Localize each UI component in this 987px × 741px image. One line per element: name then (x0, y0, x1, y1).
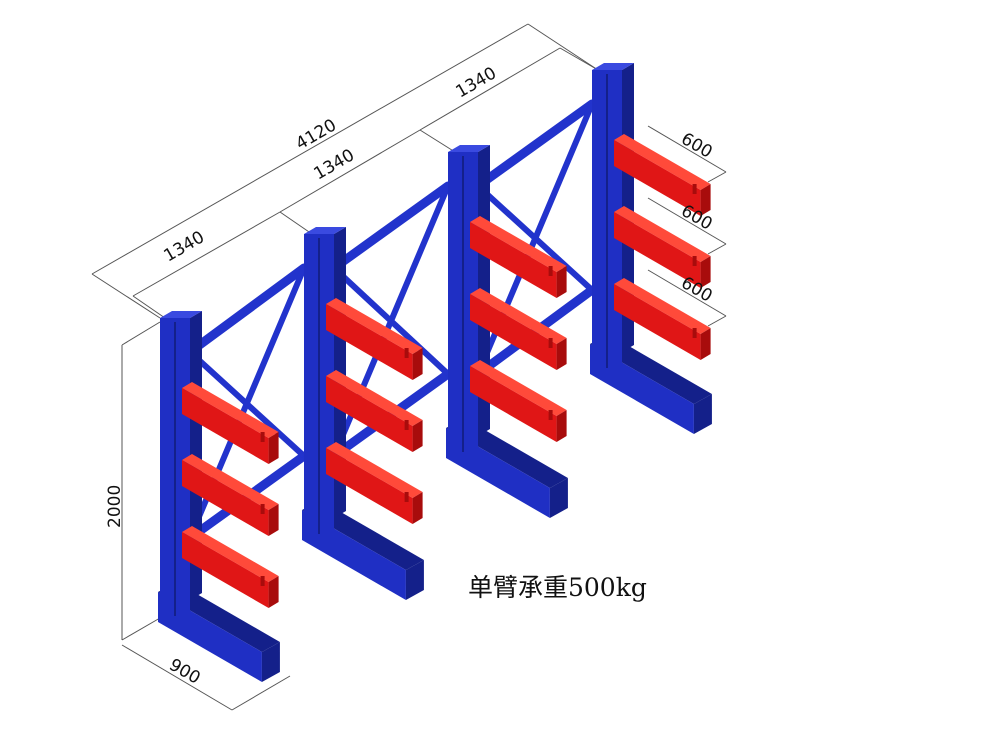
arm-top (326, 370, 423, 426)
column-top (592, 63, 634, 70)
upright-2 (302, 227, 424, 600)
horizontal-brace (473, 99, 597, 191)
arm-end (412, 492, 423, 524)
column-top (448, 145, 490, 152)
arm-front (326, 376, 413, 452)
upright-3 (446, 145, 568, 518)
base-end (261, 642, 280, 682)
dim-bay-2: 1340 (311, 145, 358, 184)
arm-front (470, 222, 557, 298)
arm-end (268, 432, 279, 464)
dim-height: 2000 (105, 485, 125, 528)
column-top (304, 227, 346, 234)
column-top (160, 311, 202, 318)
arm-end (700, 328, 711, 360)
horizontal-brace (329, 181, 453, 273)
arm-top (614, 278, 711, 334)
arm-front (182, 532, 269, 608)
arm-front (326, 304, 413, 380)
arm-front (326, 448, 413, 524)
arm-top (470, 288, 567, 344)
uprights (158, 63, 712, 682)
arm-front (614, 212, 701, 288)
arm-end (268, 576, 279, 608)
arm-end (700, 184, 711, 216)
base-end (549, 478, 568, 518)
arm-top (326, 442, 423, 498)
horizontal-brace (185, 263, 309, 357)
dimension-lines (91, 23, 727, 711)
dim-base-depth: 900 (166, 655, 204, 689)
upright-1 (158, 311, 280, 682)
arm-top (182, 526, 279, 582)
arm-top (614, 206, 711, 262)
arm-end (556, 410, 567, 442)
arm-top (182, 382, 279, 438)
arm-front (614, 284, 701, 360)
arm-end (556, 338, 567, 370)
arm-end (268, 504, 279, 536)
dim-arm-1: 600 (678, 129, 716, 163)
arm-end (412, 420, 423, 452)
arm-top (614, 134, 711, 190)
arm-end (556, 266, 567, 298)
arm-front (470, 294, 557, 370)
arm-front (614, 140, 701, 216)
arm-front (182, 460, 269, 536)
base-end (405, 560, 424, 600)
arm-top (182, 454, 279, 510)
arm-end (412, 348, 423, 380)
arm-top (470, 360, 567, 416)
dim-total-length: 4120 (293, 115, 340, 154)
arm-top (470, 216, 567, 272)
load-caption: 单臂承重500kg (468, 573, 647, 602)
arm-front (182, 388, 269, 464)
dim-bay-1: 1340 (161, 227, 208, 266)
base-end (693, 394, 712, 434)
arm-end (700, 256, 711, 288)
arm-front (470, 366, 557, 442)
upright-4 (590, 63, 712, 434)
arm-top (326, 298, 423, 354)
